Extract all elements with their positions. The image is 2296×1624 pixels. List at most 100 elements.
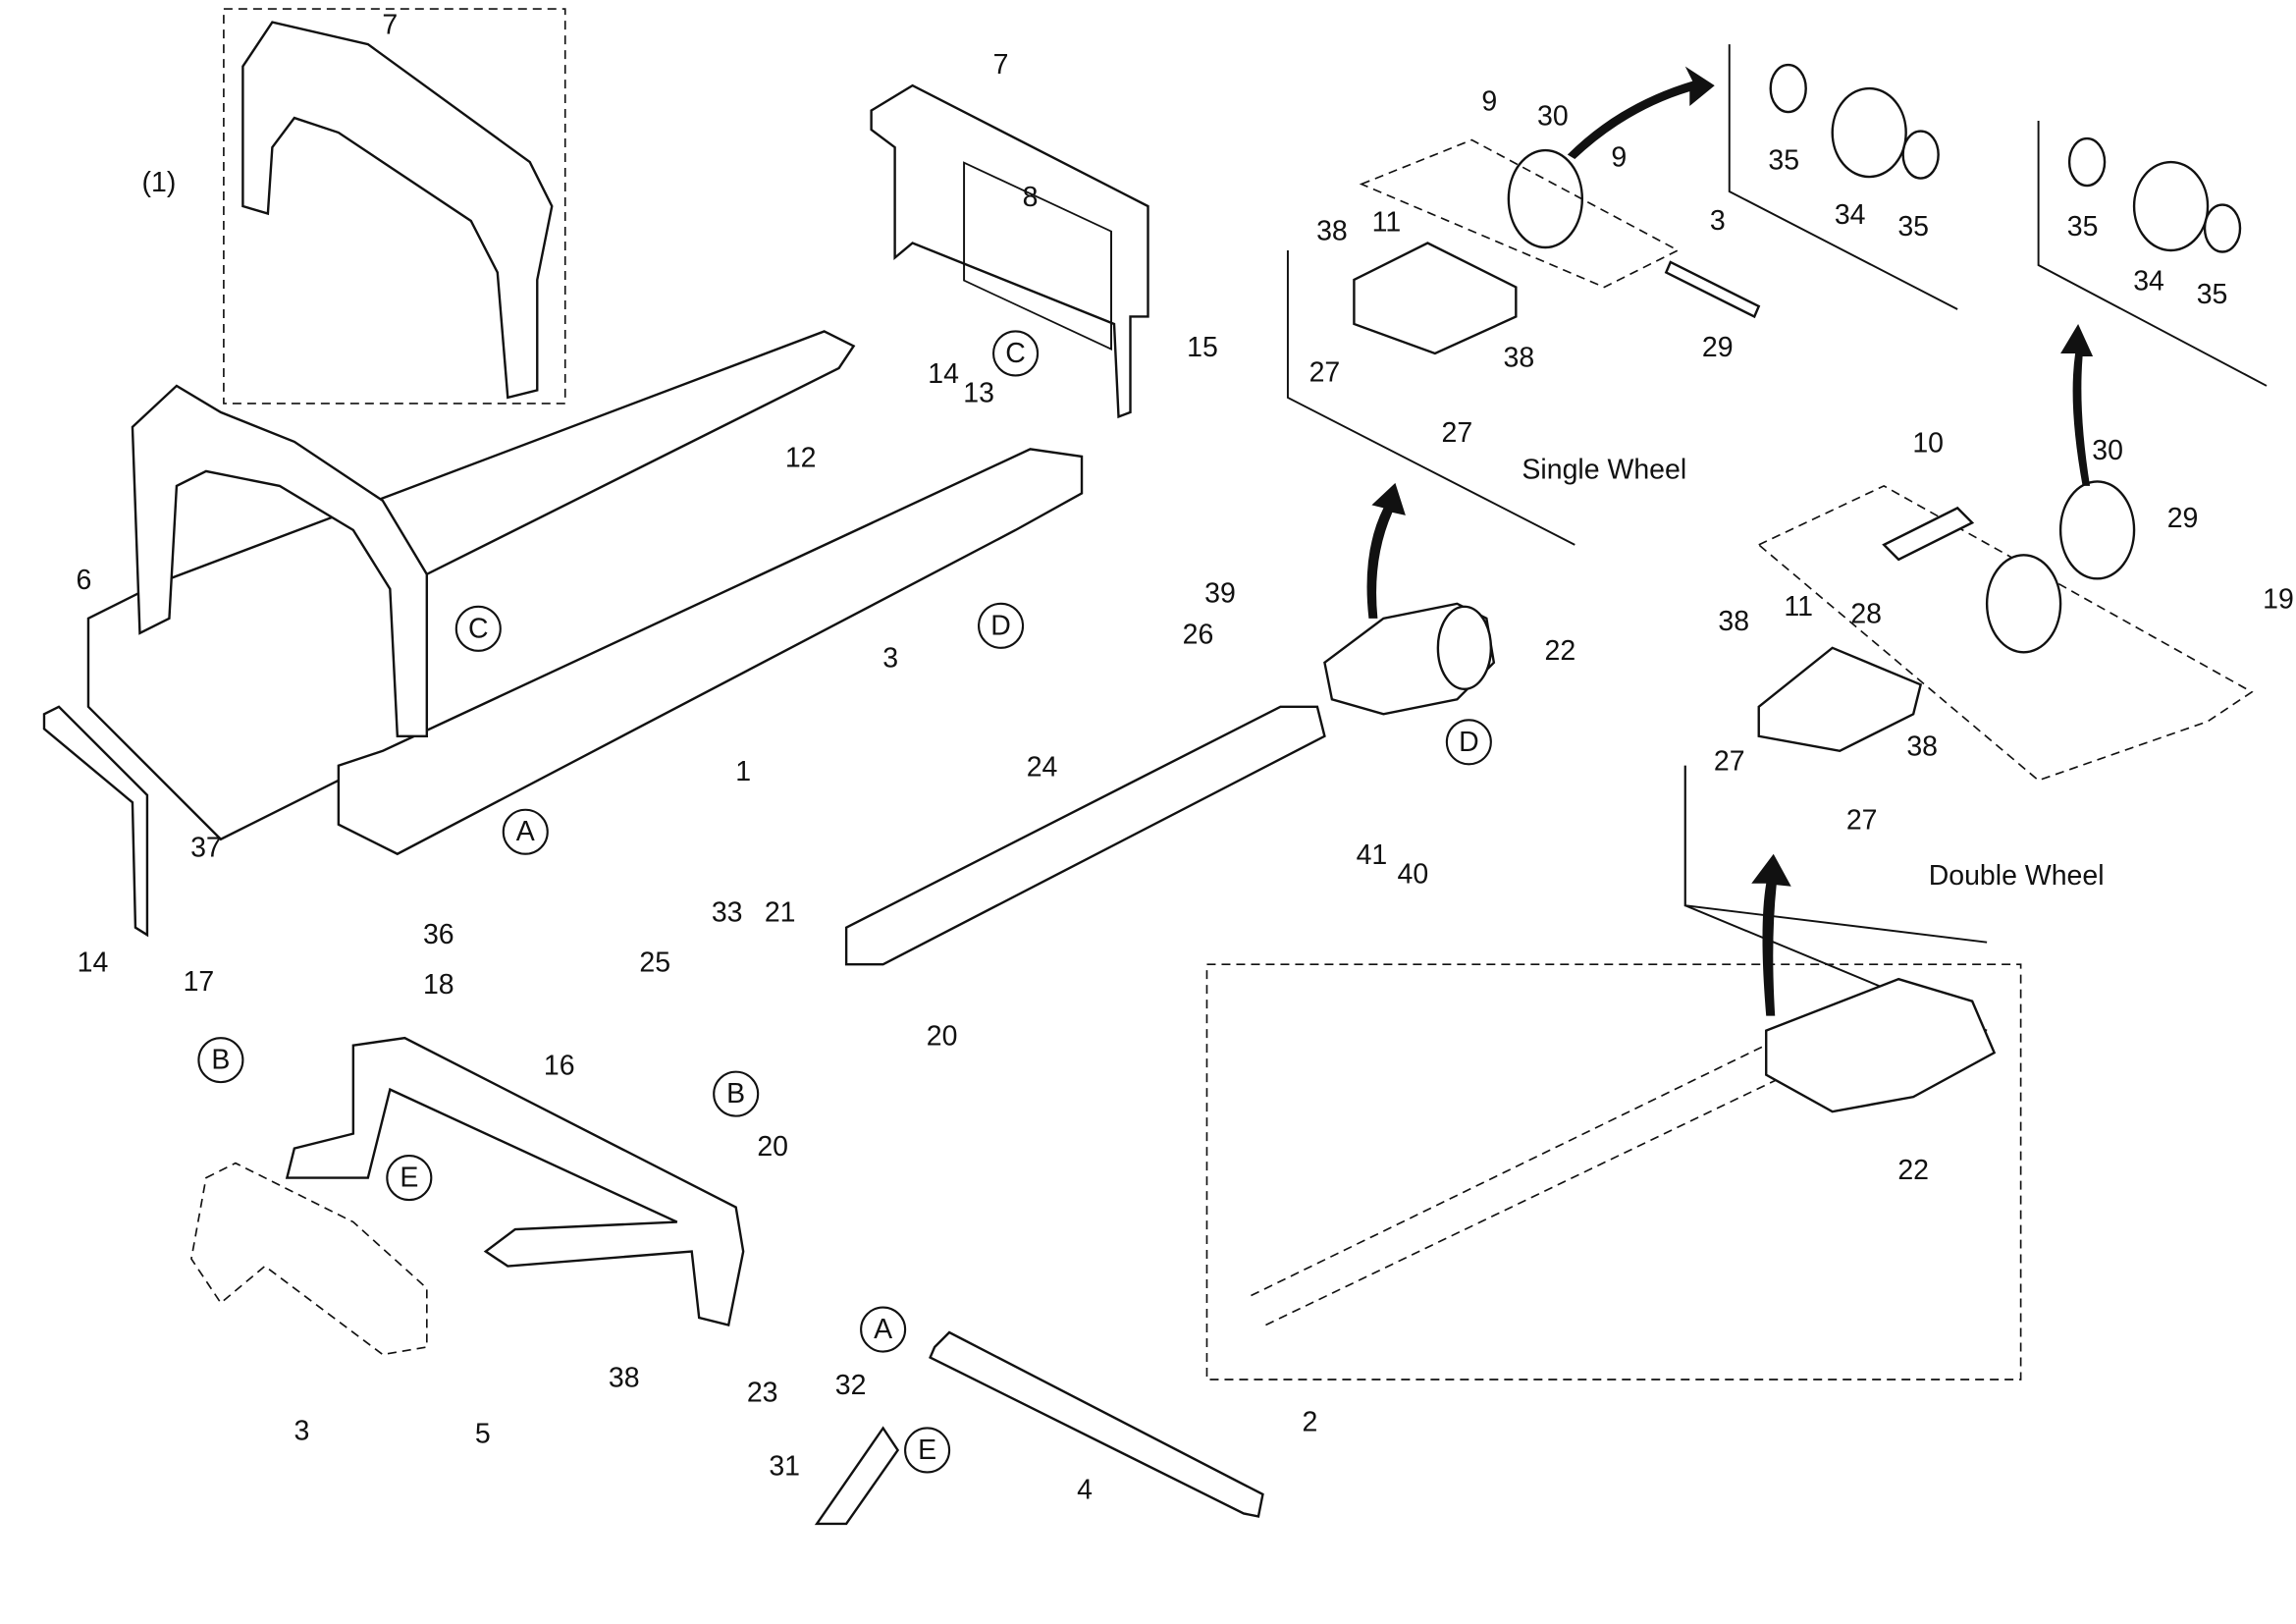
callout-12: 12 xyxy=(785,442,817,473)
callout-3: 3 xyxy=(1710,205,1726,237)
callout-3: 3 xyxy=(294,1415,309,1446)
callout-38: 38 xyxy=(1718,606,1749,637)
callout-20: 20 xyxy=(927,1021,958,1053)
callout-3: 3 xyxy=(882,642,898,674)
callout-6: 6 xyxy=(77,565,92,596)
double-wheel-frame xyxy=(1683,765,1988,944)
reference-marker-E: E xyxy=(904,1427,951,1474)
roller-axle xyxy=(1664,260,1761,319)
callout-40: 40 xyxy=(1398,859,1429,891)
bearing xyxy=(1769,63,1807,114)
callout-10: 10 xyxy=(1912,427,1944,459)
guard-plate-37 xyxy=(42,705,149,938)
reference-circle xyxy=(386,1155,433,1202)
reference-marker-A: A xyxy=(860,1306,907,1353)
bearing xyxy=(1901,130,1940,180)
reference-letter: C xyxy=(468,613,489,644)
load-roller-upper xyxy=(2058,480,2136,580)
roller-link-double xyxy=(1757,646,1923,753)
pump-base-outline xyxy=(190,1162,428,1356)
callout-36: 36 xyxy=(423,919,454,950)
callout-39: 39 xyxy=(1204,577,1236,609)
reference-letter: D xyxy=(1459,727,1479,758)
single-wheel-frame xyxy=(1286,249,1575,546)
callout-25: 25 xyxy=(639,947,670,979)
callout-16: 16 xyxy=(544,1051,575,1082)
callout-13: 13 xyxy=(963,377,994,408)
load-roller xyxy=(1507,148,1584,249)
reference-letter: E xyxy=(918,1435,936,1466)
callout-8: 8 xyxy=(1023,182,1039,213)
reference-marker-A: A xyxy=(502,808,549,855)
reference-circle xyxy=(992,330,1040,377)
reference-circle xyxy=(197,1037,244,1084)
callout-17: 17 xyxy=(184,966,215,998)
reference-letter: A xyxy=(874,1314,892,1345)
callout-4: 4 xyxy=(1077,1474,1093,1505)
reference-circle xyxy=(502,808,549,855)
load-roller-lower xyxy=(1985,554,2062,654)
assembly-inset-box xyxy=(1205,963,2022,1380)
fork-right xyxy=(337,448,1084,856)
callout-35: 35 xyxy=(1768,145,1799,177)
inset-roller-assembly xyxy=(1765,977,1997,1113)
reference-circle xyxy=(713,1070,760,1117)
reference-circle xyxy=(454,605,502,652)
callout-5: 5 xyxy=(475,1418,491,1449)
fork-cover-variant xyxy=(241,21,554,400)
cover-plate-32 xyxy=(814,1426,900,1526)
reference-marker-B: B xyxy=(713,1070,760,1117)
callout-22: 22 xyxy=(1897,1155,1929,1186)
callout-19: 19 xyxy=(2263,583,2294,615)
bearing-frame-1 xyxy=(1728,44,1958,310)
caption-double-wheel: Double Wheel xyxy=(1929,860,2105,892)
callout-35: 35 xyxy=(1897,211,1929,243)
callout-35: 35 xyxy=(2067,211,2099,243)
callout-27: 27 xyxy=(1714,745,1745,777)
callout-24: 24 xyxy=(1027,751,1058,783)
callout-38: 38 xyxy=(609,1363,640,1394)
fork-cover-plate xyxy=(870,83,1149,419)
roller-tire xyxy=(1831,86,1907,179)
callout-34: 34 xyxy=(2133,265,2164,297)
callout-30: 30 xyxy=(2092,435,2123,466)
lift-lever xyxy=(285,1036,745,1326)
push-rod xyxy=(844,705,1326,966)
callout-34: 34 xyxy=(1835,199,1866,231)
reference-marker-D: D xyxy=(978,602,1025,649)
callout-18: 18 xyxy=(423,969,454,1001)
callout-35: 35 xyxy=(2197,279,2228,310)
callout-29: 29 xyxy=(2167,503,2199,534)
callout-38: 38 xyxy=(1316,216,1348,247)
link-plate-10 xyxy=(1882,506,1975,562)
callout-11: 11 xyxy=(1372,207,1402,239)
reference-circle xyxy=(1445,719,1492,766)
curved-arrow-icon xyxy=(1366,482,1406,619)
bearing xyxy=(2203,203,2242,253)
callout-31: 31 xyxy=(769,1450,800,1482)
reference-marker-B: B xyxy=(197,1037,244,1084)
roller-tire xyxy=(2132,160,2210,252)
callout-32: 32 xyxy=(835,1370,867,1401)
reference-circle xyxy=(904,1427,951,1474)
roller-wheel xyxy=(1436,605,1493,691)
reference-marker-D: D xyxy=(1445,719,1492,766)
reference-marker-E: E xyxy=(386,1155,433,1202)
callout-23: 23 xyxy=(747,1378,778,1409)
callout-26: 26 xyxy=(1183,619,1214,650)
callout-27: 27 xyxy=(1442,417,1473,449)
inset-rod-outline xyxy=(1251,1029,1819,1326)
callout-38: 38 xyxy=(1906,731,1938,762)
callout-14: 14 xyxy=(928,358,959,390)
callout-1: 1 xyxy=(735,756,751,787)
callout-28: 28 xyxy=(1850,598,1882,629)
callout-1: (1) xyxy=(142,167,177,198)
bearing xyxy=(2067,136,2107,188)
reference-circle xyxy=(978,602,1025,649)
callout-14: 14 xyxy=(78,947,109,979)
callout-7: 7 xyxy=(993,49,1009,81)
callout-33: 33 xyxy=(712,897,743,929)
callout-30: 30 xyxy=(1537,101,1569,133)
